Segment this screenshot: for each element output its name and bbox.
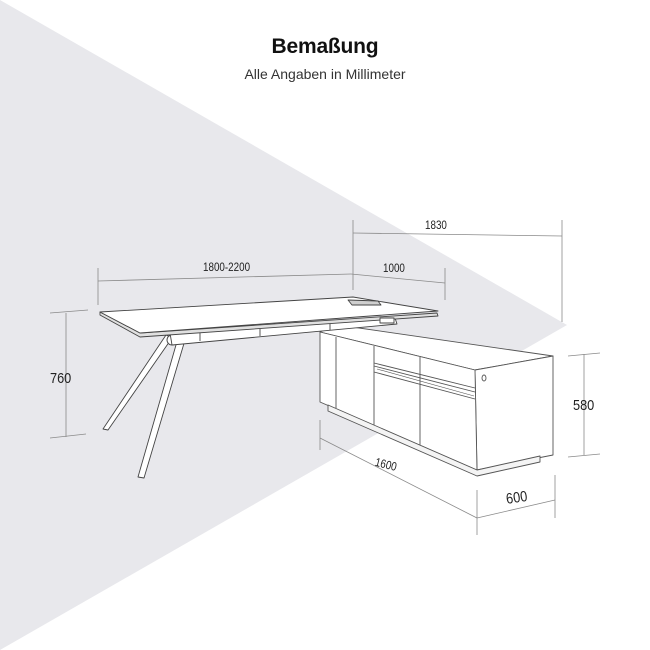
dimension-desk-width: 1800-2200	[203, 260, 251, 274]
desk	[99, 296, 439, 479]
dimension-sideboard-depth: 600	[505, 488, 529, 508]
page-subtitle: Alle Angaben in Millimeter	[244, 66, 406, 82]
sideboard	[319, 324, 554, 477]
dimension-return-depth: 1000	[383, 261, 405, 275]
dimension-lines	[49, 220, 601, 535]
dimension-overall-depth: 1830	[425, 218, 447, 232]
page-title: Bemaßung	[271, 35, 379, 58]
dimension-sideboard-height: 580	[573, 397, 595, 414]
dimension-desk-height: 760	[50, 370, 72, 387]
